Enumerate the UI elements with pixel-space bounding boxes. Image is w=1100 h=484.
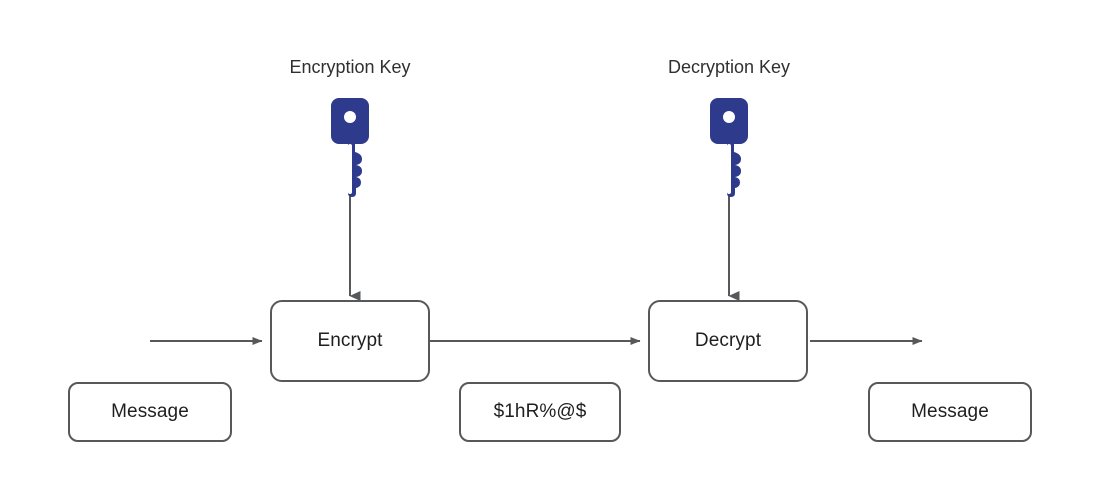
key-icon — [331, 98, 369, 197]
decryption-key-label: Decryption Key — [667, 57, 791, 77]
input-message-node[interactable]: Message — [68, 382, 232, 442]
key-icon — [710, 98, 748, 197]
ciphertext-node[interactable]: $1hR%@$ — [459, 382, 621, 442]
output-message-node[interactable]: Message — [868, 382, 1032, 442]
encrypt-node[interactable]: Encrypt — [270, 300, 430, 382]
decrypt-node[interactable]: Decrypt — [648, 300, 808, 382]
encryption-key-label: Encryption Key — [289, 57, 411, 77]
